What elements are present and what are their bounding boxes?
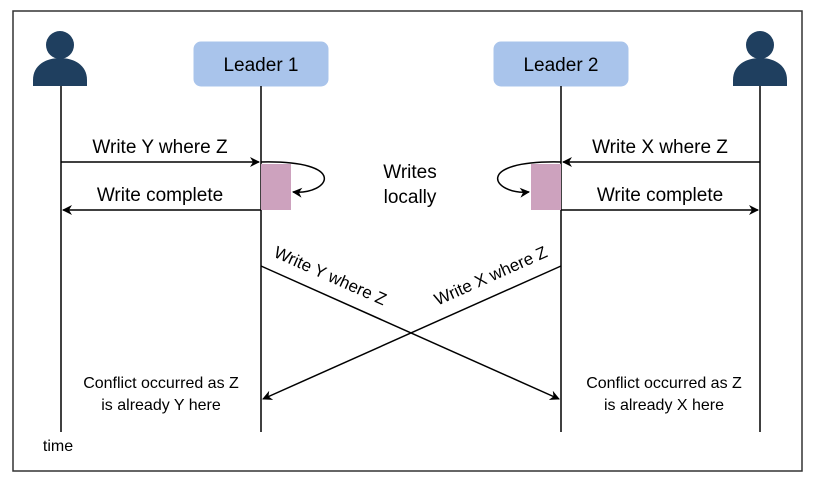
leader-2-label: Leader 2: [523, 55, 598, 76]
replication-label-leader1-to-leader2: Write Y where Z: [271, 243, 389, 310]
leader-2-self-loop-arrow: [496, 161, 562, 198]
leader-2-write-block: [531, 164, 561, 210]
leader-1-self-loop-arrow: [260, 161, 326, 198]
leader-1-label: Leader 1: [223, 55, 298, 76]
diagram-frame: [12, 10, 803, 472]
left-conflict-line2: is already Y here: [101, 397, 221, 414]
leader-1-write-block: [261, 164, 291, 210]
writes-locally-line1: Writes: [383, 162, 436, 183]
leader-1-box: Leader 1: [193, 41, 329, 87]
right-conflict-line1: Conflict occurred as Z: [586, 375, 742, 392]
left-conflict-line1: Conflict occurred as Z: [83, 375, 239, 392]
replication-label-leader2-to-leader1: Write X where Z: [431, 243, 550, 310]
left-user-icon: [33, 31, 87, 86]
writes-locally-line2: locally: [384, 187, 437, 208]
left-response-label: Write complete: [97, 185, 223, 206]
left-request-label: Write Y where Z: [92, 137, 228, 158]
right-user-icon: [733, 31, 787, 86]
right-response-label: Write complete: [597, 185, 723, 206]
time-axis-label: time: [43, 438, 73, 455]
leader-2-box: Leader 2: [493, 41, 629, 87]
right-request-label: Write X where Z: [592, 137, 728, 158]
right-conflict-line2: is already X here: [604, 397, 724, 414]
replication-arrow-leader1-to-leader2: [260, 265, 560, 400]
replication-arrow-leader2-to-leader1: [262, 265, 562, 400]
